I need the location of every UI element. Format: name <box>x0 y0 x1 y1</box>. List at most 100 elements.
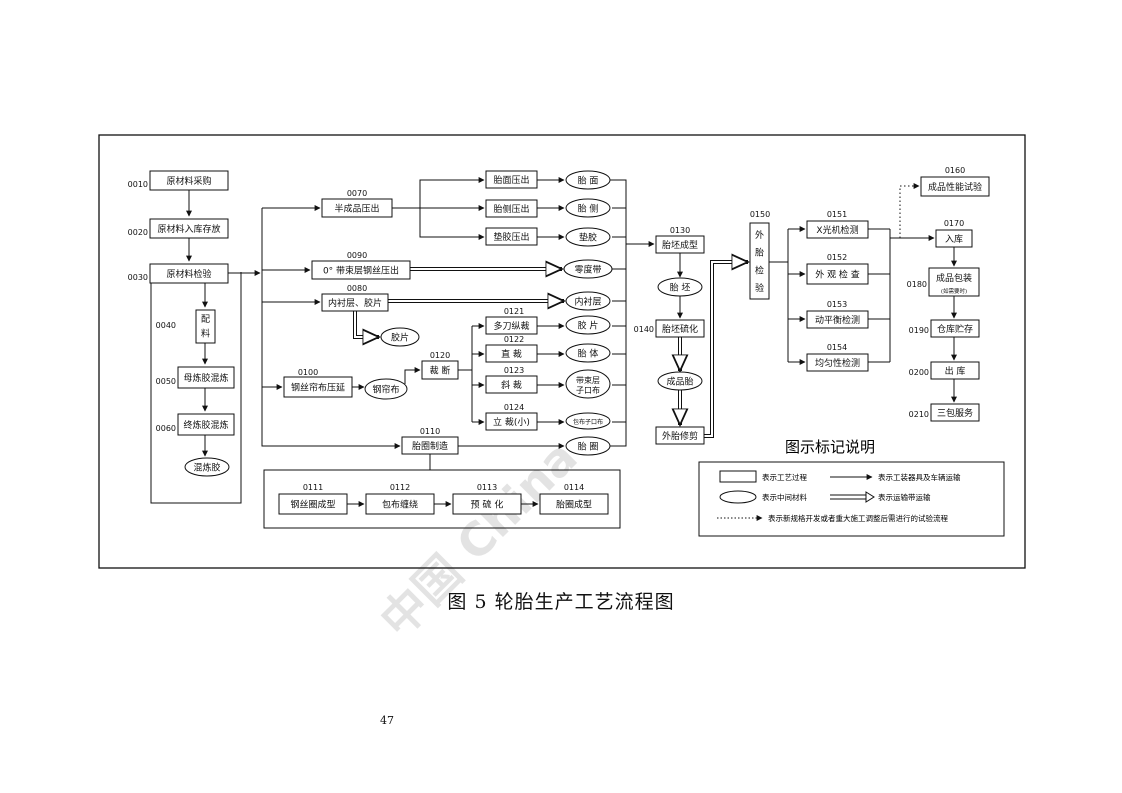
connector <box>610 179 627 447</box>
figure-caption: 图 5 轮胎生产工艺流程图 <box>447 591 675 613</box>
process-box-0040-char: 配 <box>201 314 210 325</box>
process-box-0113-code: 0113 <box>477 483 497 492</box>
process-box-0120-rect <box>421 360 459 380</box>
process-box-0160-label: 成品性能试验 <box>928 181 982 193</box>
process-box-0130-label: 胎坯成型 <box>662 239 698 251</box>
process-box-0151-code: 0151 <box>827 210 847 219</box>
process-box-0122-code: 0122 <box>504 335 524 344</box>
process-box-0114-code: 0114 <box>564 483 584 492</box>
process-box-0150-char: 检 <box>755 264 764 276</box>
process-box-0150-code: 0150 <box>750 210 770 219</box>
process-box-0153-rect <box>806 310 869 329</box>
material-胎侧-ellipse <box>565 198 611 218</box>
process-box-胎侧压出-label: 胎侧压出 <box>493 203 529 215</box>
process-box-外胎修剪-label: 外胎修剪 <box>662 430 698 442</box>
material-包布子口布: 包布子口布 <box>565 412 611 430</box>
process-box-0110-rect <box>401 436 459 455</box>
process-box-0140-label: 胎坯硫化 <box>662 323 698 335</box>
material-内衬层-label: 内衬层 <box>574 296 601 308</box>
process-box-0122-label: 直 裁 <box>501 348 522 360</box>
legend-box <box>698 461 1005 537</box>
process-box-0170-label: 入库 <box>945 233 963 245</box>
process-box-0100-label: 钢丝帘布压延 <box>291 382 345 394</box>
process-box-0121-rect <box>485 316 538 335</box>
process-box-0070-rect <box>321 198 393 218</box>
process-box-0124-label: 立 裁(小) <box>493 416 530 428</box>
conveyor-inner <box>704 262 748 437</box>
connector <box>150 272 242 504</box>
process-box-0030-label: 原材料检验 <box>166 268 211 280</box>
process-box-0210-rect <box>930 403 980 422</box>
process-box-0113-rect <box>452 493 522 515</box>
material-钢帘布: 钢帘布 <box>364 378 408 400</box>
watermark-text: 中国 China <box>370 430 588 648</box>
material-胶片-ellipse <box>565 315 611 335</box>
process-box-0114-rect <box>539 493 609 515</box>
process-box-0030-rect <box>149 263 229 284</box>
process-box-垫胶压出-rect <box>485 227 538 246</box>
process-box-0140-rect <box>655 319 705 338</box>
process-box-0190-code: 0190 <box>909 326 929 335</box>
material-成品胎: 成品胎 <box>657 371 703 391</box>
material-胶片-label: 胶 片 <box>578 320 599 332</box>
process-box-0200-code: 0200 <box>909 368 929 377</box>
process-box-垫胶压出: 垫胶压出 <box>485 227 538 246</box>
conveyor-outer <box>353 311 379 339</box>
conveyor-inner <box>354 311 379 337</box>
process-box-0060-label: 终炼胶混炼 <box>183 419 228 431</box>
process-box-0122-rect <box>485 344 538 363</box>
process-box-0140-code: 0140 <box>634 325 654 334</box>
material-带束层子口布-ellipse <box>565 369 611 399</box>
material-垫胶-ellipse <box>565 227 611 247</box>
process-box-0150-rect <box>749 222 770 300</box>
process-box-0080-code: 0080 <box>347 284 367 293</box>
material-胶片-label: 胶片 <box>391 332 409 344</box>
process-box-外胎修剪: 外胎修剪 <box>655 426 705 445</box>
process-box-0010: 原材料采购 0010 <box>128 170 229 191</box>
process-box-0010-code: 0010 <box>128 180 148 189</box>
material-包布子口布-ellipse <box>565 412 611 430</box>
process-box-0170-code: 0170 <box>944 219 964 228</box>
process-box-0153-label: 动平衡检测 <box>815 314 860 326</box>
process-box-0112-label: 包布缠绕 <box>382 499 418 511</box>
material-混炼胶-ellipse <box>184 457 230 477</box>
process-box-0123-code: 0123 <box>504 366 524 375</box>
process-box-0110-label: 胎圈制造 <box>412 440 448 452</box>
process-box-0050-rect <box>177 366 235 389</box>
process-box-0040: 配料 0040 <box>156 309 216 344</box>
process-box-0153-code: 0153 <box>827 300 847 309</box>
flow-nodes: 原材料采购0010原材料入库存放0020原材料检验0030配料0040母炼胶混炼… <box>128 166 990 515</box>
material-内衬层: 内衬层 <box>565 291 611 311</box>
material-钢帘布-label: 钢帘布 <box>372 384 399 396</box>
material-胎面-label: 胎 面 <box>578 175 599 187</box>
process-box-0150-char: 验 <box>755 282 764 294</box>
process-box-0210-label: 三包服务 <box>937 407 973 419</box>
legend-title: 图示标记说明 <box>785 438 875 456</box>
process-box-0190-label: 仓库贮存 <box>937 323 973 335</box>
process-box-0040-char: 料 <box>201 328 210 340</box>
process-box-0180-code: 0180 <box>907 280 927 289</box>
process-box-0020-code: 0020 <box>128 228 148 237</box>
process-box-0010-label: 原材料采购 <box>166 175 211 187</box>
process-box-0040-code: 0040 <box>156 321 176 330</box>
material-胶片: 胶 片 <box>565 315 611 335</box>
process-box-0154-rect <box>806 353 869 372</box>
process-box-0190: 仓库贮存 0190 <box>909 319 980 338</box>
process-box-胎面压出-label: 胎面压出 <box>493 174 529 186</box>
process-box-0120-code: 0120 <box>430 351 450 360</box>
process-box-0113-label: 预 硫 化 <box>471 499 504 511</box>
process-box-0111-label: 钢丝圈成型 <box>290 499 335 511</box>
process-box-0151-rect <box>806 220 869 239</box>
process-box-0140: 胎坯硫化 0140 <box>634 319 705 338</box>
